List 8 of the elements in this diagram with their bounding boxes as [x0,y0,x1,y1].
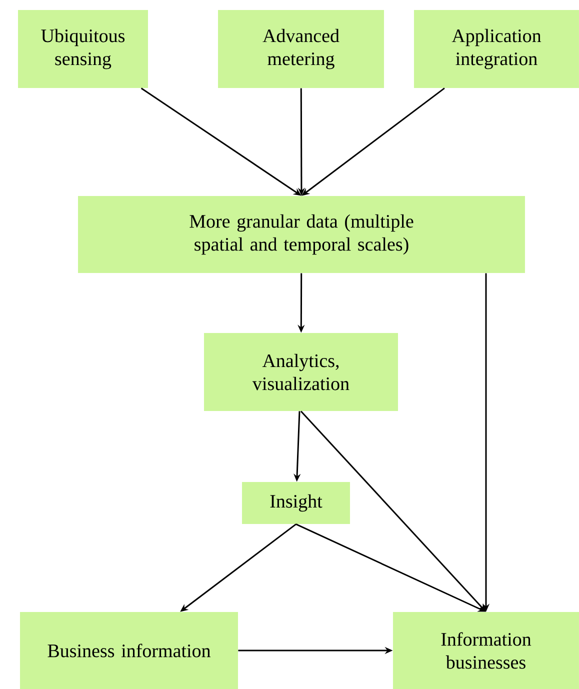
process-box: More granular data (multiple spatial and temporal scales) [78,196,525,273]
process-box: Business information [20,612,238,689]
process-box: Analytics, visualization [204,333,398,411]
process-box: Advanced metering [218,10,384,88]
process-box: Insight [242,482,350,524]
process-box: Information businesses [393,612,579,689]
process-box: Ubiquitous sensing [18,10,148,88]
process-box: Application integration [414,10,579,88]
